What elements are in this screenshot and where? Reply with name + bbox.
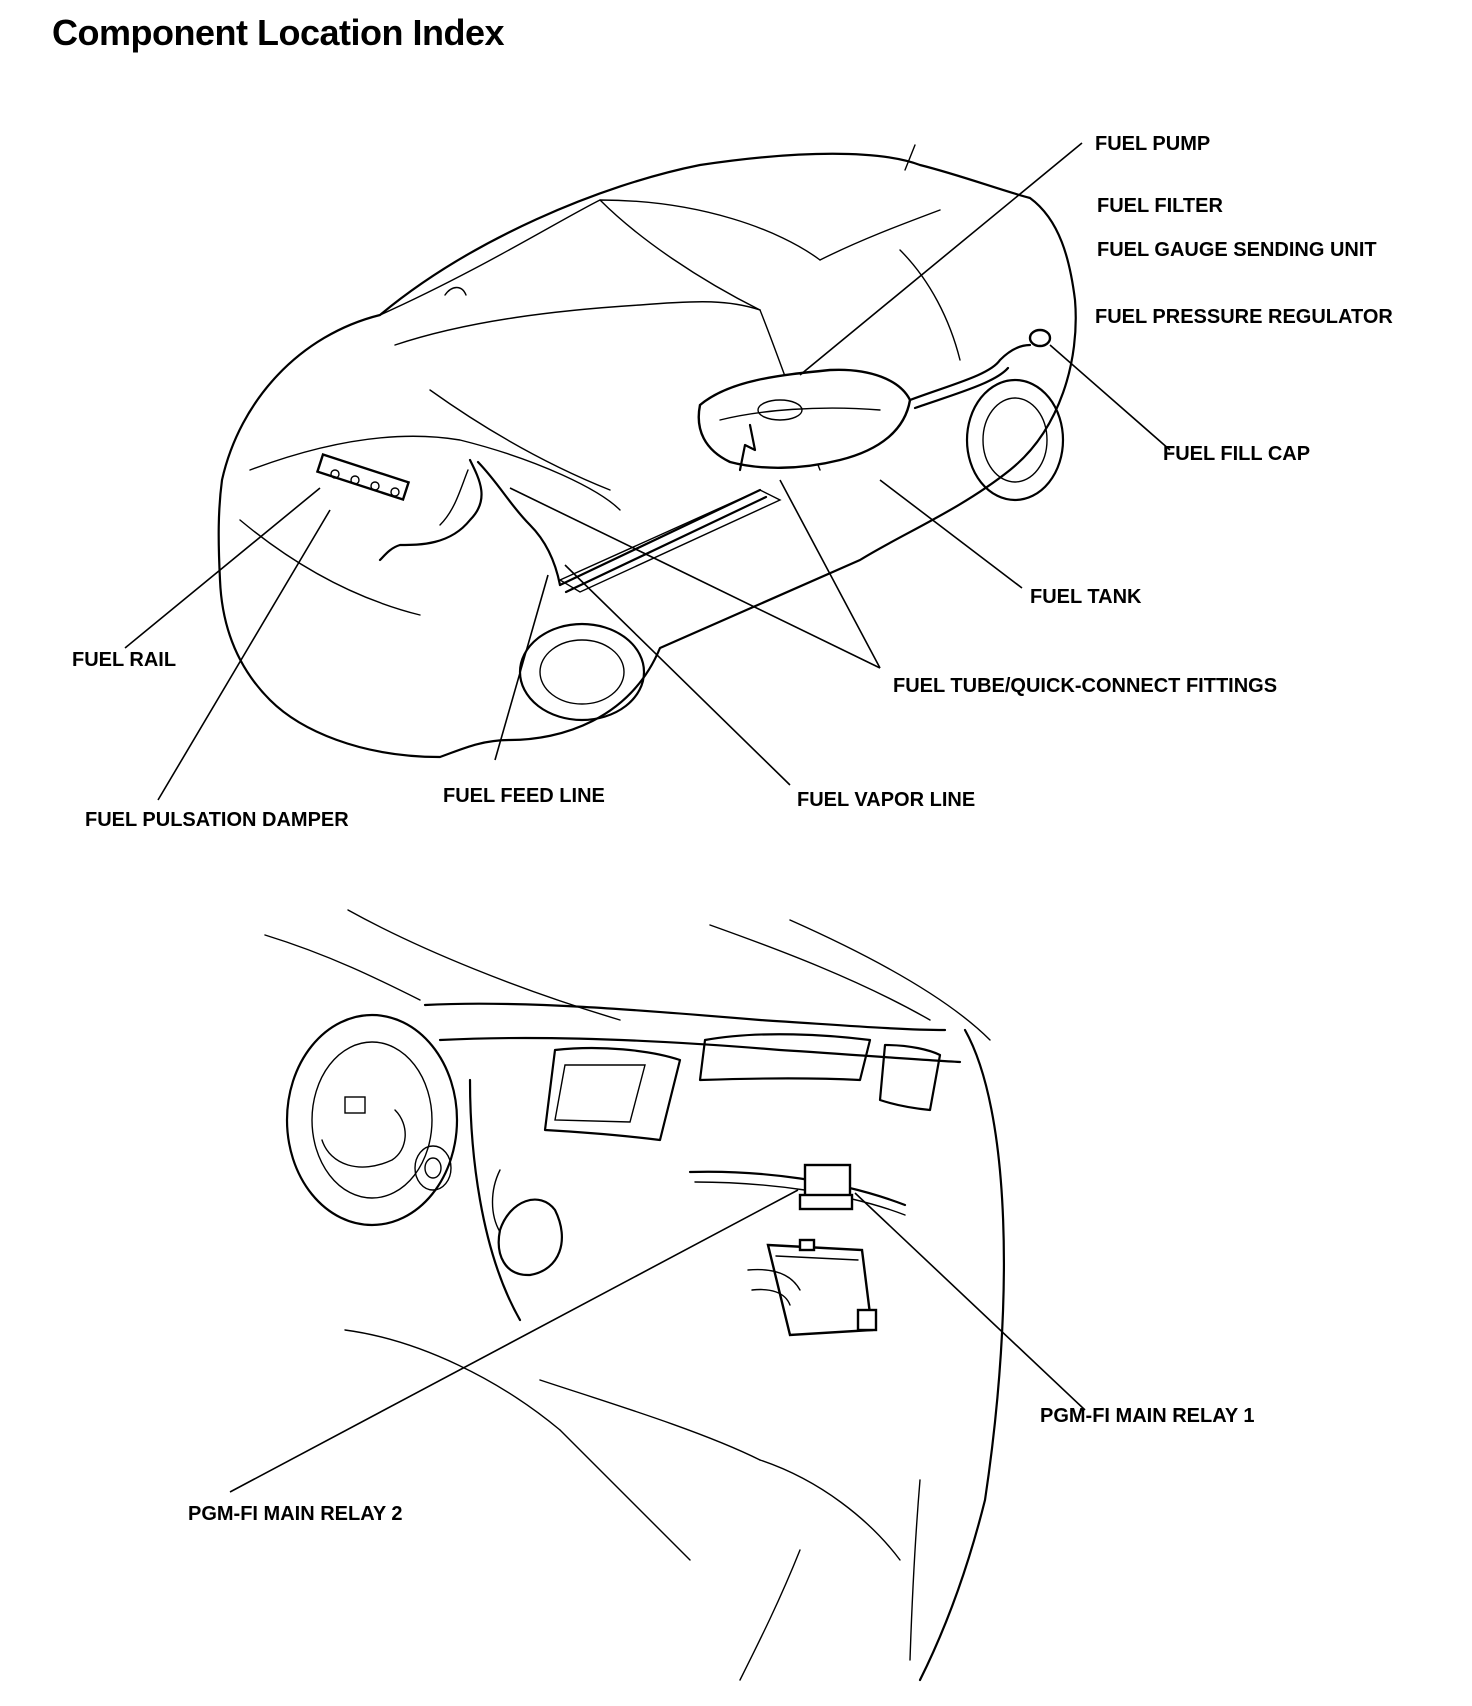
label-fuel-filter: FUEL FILTER <box>1097 195 1223 217</box>
label-fuel-fill-cap: FUEL FILL CAP <box>1163 443 1310 465</box>
page-title: Component Location Index <box>52 12 505 53</box>
label-fuel-gauge-sending-unit: FUEL GAUGE SENDING UNIT <box>1097 239 1377 261</box>
bottom-callouts: PGM-FI MAIN RELAY 1 PGM-FI MAIN RELAY 2 <box>188 1405 1254 1525</box>
fuel-rail-part <box>315 453 411 501</box>
dashboard-illustration <box>264 909 1005 1682</box>
fuel-fill-cap-part <box>1028 328 1052 348</box>
main-relay-1-part <box>798 1163 854 1211</box>
top-callouts: FUEL PUMP FUEL FILTER FUEL GAUGE SENDING… <box>72 133 1393 831</box>
label-fuel-pulsation-damper: FUEL PULSATION DAMPER <box>85 809 349 831</box>
top-leader-lines <box>124 142 1171 801</box>
main-relay-2-part <box>747 1238 878 1337</box>
label-fuel-vapor-line: FUEL VAPOR LINE <box>797 789 975 811</box>
car-illustration <box>217 144 1077 759</box>
label-fuel-rail: FUEL RAIL <box>72 649 176 671</box>
label-pgm-fi-main-relay-1: PGM-FI MAIN RELAY 1 <box>1040 1405 1254 1427</box>
label-fuel-pump: FUEL PUMP <box>1095 133 1210 155</box>
fuel-tank-part <box>697 368 912 469</box>
label-fuel-pressure-regulator: FUEL PRESSURE REGULATOR <box>1095 306 1393 328</box>
label-pgm-fi-main-relay-2: PGM-FI MAIN RELAY 2 <box>188 1503 402 1525</box>
label-fuel-tank: FUEL TANK <box>1030 586 1142 608</box>
label-fuel-feed-line: FUEL FEED LINE <box>443 785 605 807</box>
bottom-leader-lines <box>229 1189 1086 1493</box>
label-fuel-tube-fittings: FUEL TUBE/QUICK-CONNECT FITTINGS <box>893 675 1277 697</box>
